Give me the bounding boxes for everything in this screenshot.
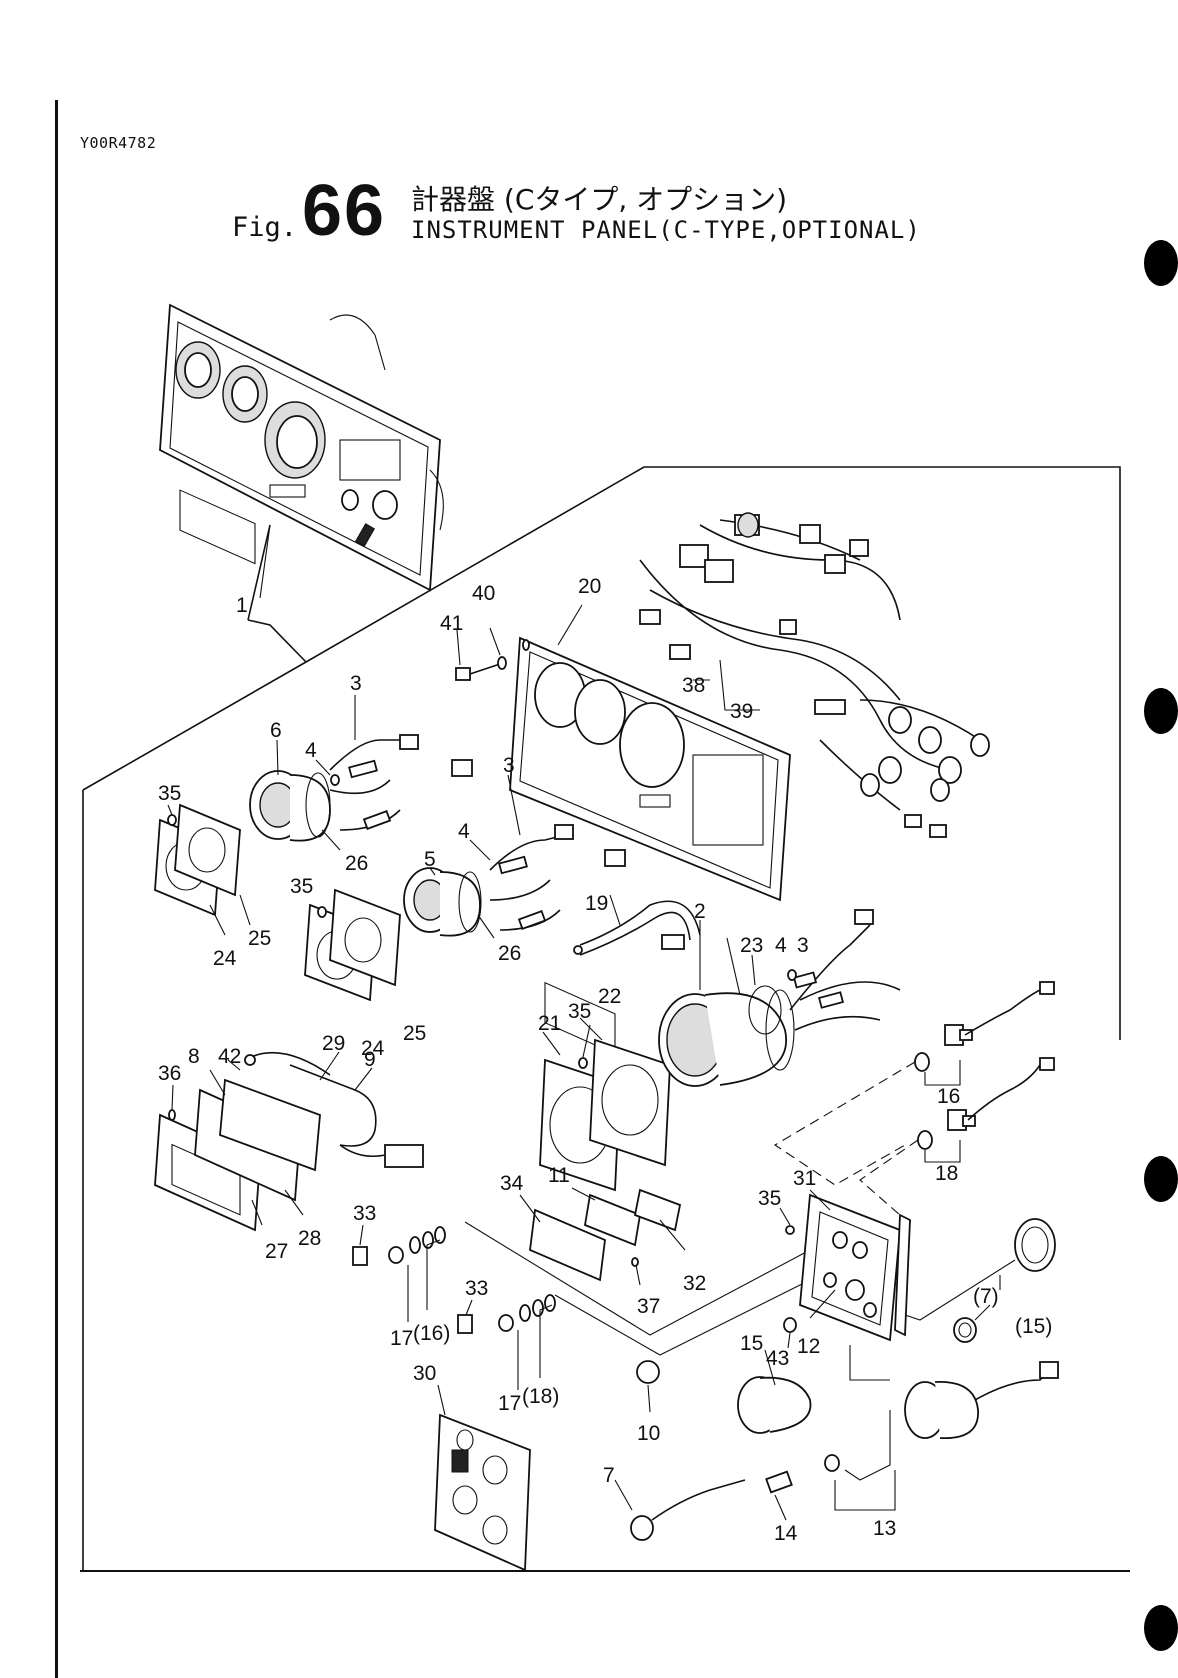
callout-3: 3 — [350, 672, 362, 695]
callout-20: 20 — [578, 575, 601, 598]
callout-16: 16 — [937, 1085, 960, 1108]
callout-39: 39 — [730, 700, 753, 723]
callout-26b: 26 — [498, 942, 521, 965]
callout-35d: 35 — [758, 1187, 781, 1210]
callout-18p: (18) — [522, 1385, 559, 1408]
callout-4: 4 — [305, 739, 317, 762]
callout-24: 24 — [213, 947, 237, 970]
callout-17b: 17 — [498, 1392, 521, 1415]
callout-30: 30 — [413, 1362, 436, 1385]
callout-9: 9 — [364, 1048, 376, 1071]
callout-27: 27 — [265, 1240, 288, 1263]
callout-3b: 3 — [503, 754, 515, 777]
small-fasteners — [353, 1227, 555, 1333]
switch-panel-31 — [786, 1195, 910, 1340]
callout-3c: 3 — [797, 934, 809, 957]
callout-1: 1 — [236, 594, 248, 617]
callout-7p: (7) — [973, 1285, 999, 1308]
label-plates — [530, 1190, 680, 1280]
callout-42: 42 — [218, 1045, 241, 1068]
callout-34: 34 — [500, 1172, 524, 1195]
callout-10: 10 — [637, 1422, 660, 1445]
callout-18: 18 — [935, 1162, 958, 1185]
callout-12: 12 — [797, 1335, 820, 1358]
callout-7: 7 — [603, 1464, 615, 1487]
callout-37: 37 — [637, 1295, 660, 1318]
callout-26: 26 — [345, 852, 368, 875]
cover-plate-30 — [435, 1415, 530, 1570]
callout-38: 38 — [682, 674, 705, 697]
callout-6: 6 — [270, 719, 282, 742]
callout-23: 23 — [740, 934, 763, 957]
senders-and-lamps — [631, 1318, 1058, 1540]
callout-33: 33 — [353, 1202, 376, 1225]
callout-4c: 4 — [775, 934, 787, 957]
callout-35: 35 — [158, 782, 181, 805]
callout-15p: (15) — [1015, 1315, 1052, 1338]
callout-32: 32 — [683, 1272, 706, 1295]
assembled-instrument-panel — [160, 305, 443, 590]
callout-14: 14 — [774, 1522, 798, 1545]
callout-15: 15 — [740, 1332, 763, 1355]
callout-13: 13 — [873, 1517, 896, 1540]
large-gauge-assembly — [540, 910, 900, 1190]
toggle-switches — [915, 982, 1054, 1162]
callout-4b: 4 — [458, 820, 470, 843]
callout-5: 5 — [424, 848, 436, 871]
callout-36: 36 — [158, 1062, 181, 1085]
callout-33b: 33 — [465, 1277, 488, 1300]
warning-lamp-assembly — [155, 1053, 423, 1230]
bottom-rule — [80, 1570, 1130, 1572]
callout-11: 11 — [548, 1164, 570, 1187]
callout-43: 43 — [766, 1347, 789, 1370]
callout-25b: 25 — [403, 1022, 426, 1045]
callout-8: 8 — [188, 1045, 200, 1068]
callout-19: 19 — [585, 892, 608, 915]
callout-29: 29 — [322, 1032, 345, 1055]
callout-35c: 35 — [568, 1000, 591, 1023]
callout-41: 41 — [440, 612, 463, 635]
callout-40: 40 — [472, 582, 495, 605]
callout-2: 2 — [694, 900, 706, 923]
callout-25: 25 — [248, 927, 271, 950]
callout-17: 17 — [390, 1327, 413, 1350]
callout-22: 22 — [598, 985, 621, 1008]
callout-35b: 35 — [290, 875, 313, 898]
callout-31: 31 — [793, 1167, 816, 1190]
callout-28: 28 — [298, 1227, 321, 1250]
callout-21: 21 — [538, 1012, 561, 1035]
callout-16p: (16) — [413, 1322, 450, 1345]
